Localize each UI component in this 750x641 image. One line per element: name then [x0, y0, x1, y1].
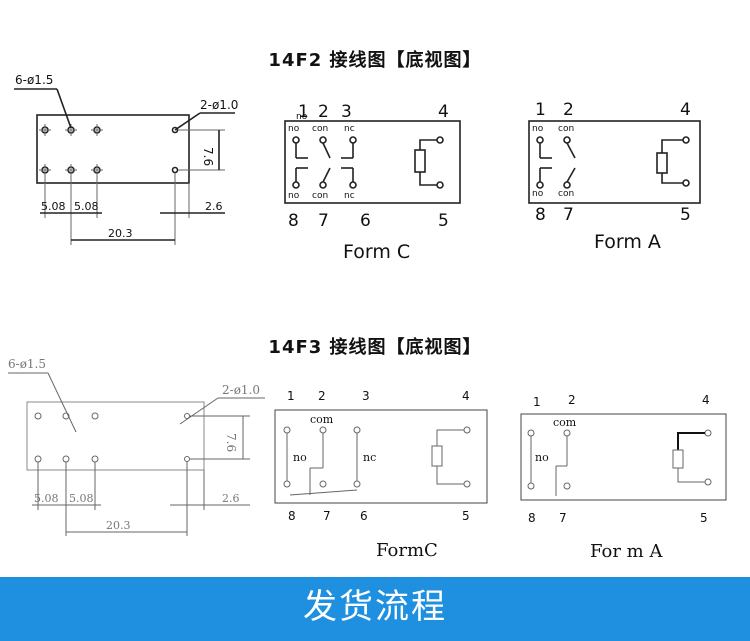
dim-length: 20.3: [108, 227, 133, 240]
footprint-14f3: [8, 372, 265, 536]
fc2-pin-4: 4: [462, 389, 470, 403]
fa2-label-com: com: [553, 416, 577, 429]
fa1-pin-1: 1: [535, 100, 546, 120]
fc1-label-no-top: no: [288, 124, 300, 134]
fc1-pin-3: 3: [341, 102, 352, 122]
fa2-pin-4: 4: [702, 393, 710, 407]
fc2-pin-2: 2: [318, 389, 326, 403]
fc1-label-con-bottom: con: [312, 191, 328, 201]
fa1-pin-7: 7: [563, 205, 574, 225]
fc1-pin-5: 5: [438, 211, 449, 231]
fc2-pin-8: 8: [288, 509, 296, 523]
dim2-pitch2: 5.08: [69, 492, 94, 505]
fa2-pin-8: 8: [528, 511, 536, 525]
fc2-label-nc: nc: [363, 451, 376, 464]
fa2-pin-7: 7: [559, 511, 567, 525]
section2-title: 14F3 接线图【底视图】: [268, 337, 482, 358]
fa1-label-con: con: [558, 124, 574, 134]
form-c-14f3: [274, 409, 488, 504]
section1-title: 14F2 接线图【底视图】: [268, 50, 482, 71]
form-a-14f2: [528, 120, 701, 204]
fa2-pin-2: 2: [568, 393, 576, 407]
dim-holes2: 2-ø1.0: [200, 98, 238, 112]
fc1-label-con: con: [312, 124, 328, 134]
dim-pitch1: 5.08: [41, 200, 66, 213]
dim-height: 7.6: [201, 147, 215, 166]
fa2-caption: For m A: [590, 541, 663, 562]
fc1-pin-7: 7: [318, 211, 329, 231]
fc2-label-com: com: [310, 413, 334, 426]
fc1-pin-1: 1: [298, 102, 309, 122]
fc1-pin-2: 2: [318, 102, 329, 122]
fc1-label-nc: nc: [344, 124, 355, 134]
fa1-caption: Form A: [594, 231, 661, 253]
fc1-caption: Form C: [343, 241, 410, 263]
fa1-pin-2: 2: [563, 100, 574, 120]
dim2-holes: 6-ø1.5: [8, 357, 46, 371]
dim2-holes2: 2-ø1.0: [222, 383, 260, 397]
dim-holes: 6-ø1.5: [15, 73, 53, 87]
fc2-caption: FormC: [376, 540, 438, 561]
fa1-pin-5: 5: [680, 205, 691, 225]
fa1-pin-8: 8: [535, 205, 546, 225]
fc2-pin-5: 5: [462, 509, 470, 523]
dim2-length: 20.3: [106, 519, 131, 532]
form-c-14f2: [284, 120, 461, 204]
fc1-label-nc-bottom: nc: [344, 191, 355, 201]
fa1-label-no: no: [532, 124, 544, 134]
fc2-pin-7: 7: [323, 509, 331, 523]
fc1-label-no: no: [296, 112, 308, 122]
fc2-label-no: no: [293, 451, 307, 464]
wiring-diagrams: 6-ø1.5 2-ø1.0 7.6 5.08 5.08 20.3 2.6 no …: [8, 73, 727, 562]
fa2-pin-5: 5: [700, 511, 708, 525]
shipping-process-banner: 发货流程: [0, 577, 750, 641]
fa1-label-no-bottom: no: [532, 189, 544, 199]
fc2-pin-3: 3: [362, 389, 370, 403]
fc1-pin-8: 8: [288, 211, 299, 231]
fc2-pin-6: 6: [360, 509, 368, 523]
fc2-pin-1: 1: [287, 389, 295, 403]
dim2-height: 7.6: [224, 433, 238, 452]
dim2-pitch1: 5.08: [34, 492, 59, 505]
fa2-pin-1: 1: [533, 395, 541, 409]
footprint-14f2: [14, 88, 235, 245]
dim-offset: 2.6: [205, 200, 223, 213]
fc1-label-no-bottom: no: [288, 191, 300, 201]
fa1-label-con-bottom: con: [558, 189, 574, 199]
fc1-pin-4: 4: [438, 102, 449, 122]
form-a-14f3: [520, 413, 727, 501]
fa2-label-no: no: [535, 451, 549, 464]
fc1-pin-6: 6: [360, 211, 371, 231]
dim2-offset: 2.6: [222, 492, 240, 505]
fa1-pin-4: 4: [680, 100, 691, 120]
dim-pitch2: 5.08: [74, 200, 99, 213]
